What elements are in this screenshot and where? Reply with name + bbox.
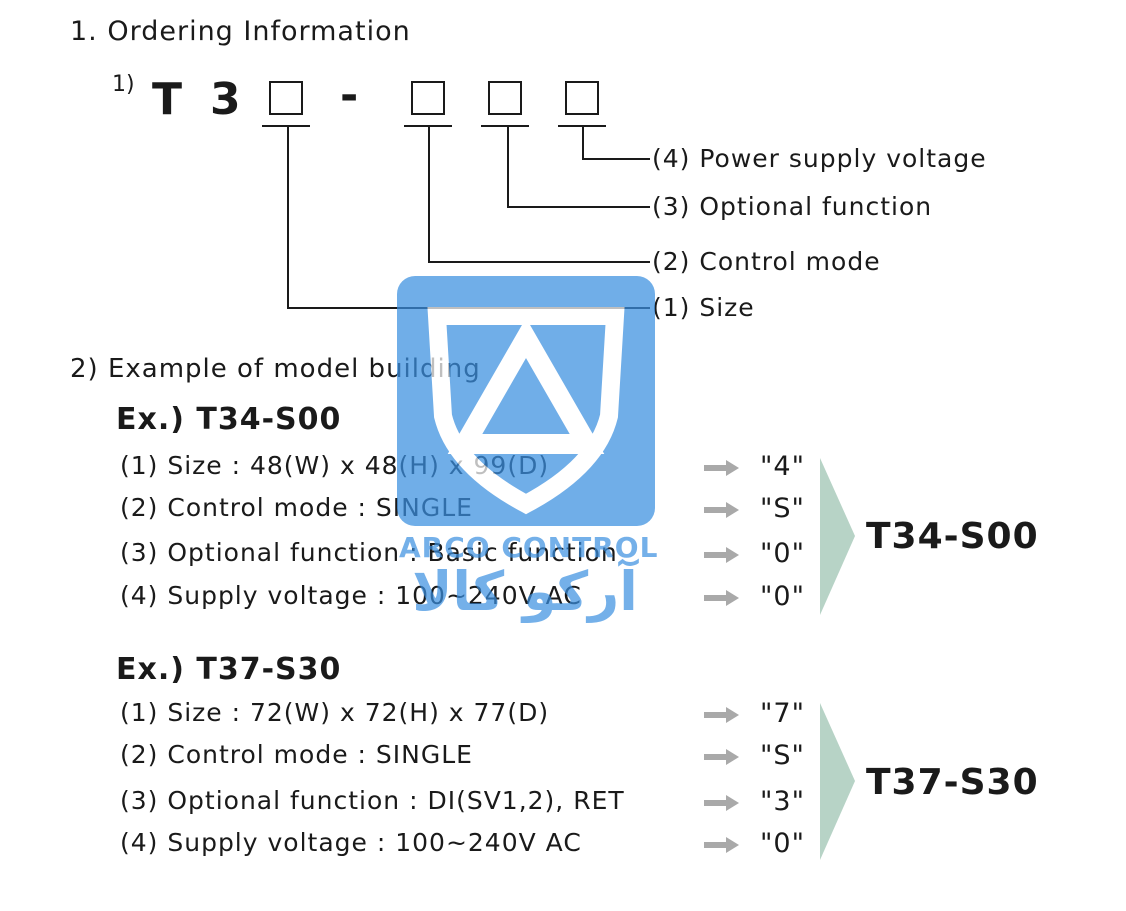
label-optional-function: (3) Optional function [652, 192, 933, 221]
watermark-arabic: آرکو کالا [412, 560, 638, 623]
code-dash: - [340, 70, 361, 121]
item-number: 1) [112, 72, 135, 97]
example-1-result: T34-S00 [866, 516, 1039, 557]
leader-v-control [428, 126, 430, 262]
bracket-chevron-icon [820, 703, 855, 860]
arrow-right-icon [704, 460, 739, 476]
arrow-right-icon [704, 502, 739, 518]
leader-h-option [507, 206, 650, 208]
arrow-right-icon [704, 590, 739, 606]
code-letter-t: T [152, 74, 185, 125]
underline-option [481, 125, 529, 127]
watermark-latin: ARCO CONTROL [399, 531, 659, 564]
example-2-row-1: (1) Size : 72(W) x 72(H) x 77(D) [120, 698, 550, 727]
leader-v-option [507, 126, 509, 207]
example-1-title: Ex.) T34-S00 [116, 402, 342, 437]
bracket-chevron-icon [820, 458, 855, 615]
example-1-code-2: "S" [760, 493, 805, 524]
underline-size [262, 125, 310, 127]
leader-h-power [582, 158, 650, 160]
leader-v-size [287, 126, 289, 308]
label-size: (1) Size [652, 293, 755, 322]
label-power-supply: (4) Power supply voltage [652, 144, 987, 173]
example-2-result: T37-S30 [866, 762, 1039, 803]
section-title-ordering: 1. Ordering Information [70, 16, 411, 47]
example-2-row-3: (3) Optional function : DI(SV1,2), RET [120, 786, 625, 815]
arrow-right-icon [704, 749, 739, 765]
example-2-code-4: "0" [760, 828, 806, 859]
arrow-right-icon [704, 795, 739, 811]
example-2-code-1: "7" [760, 698, 806, 729]
example-2-code-2: "S" [760, 740, 805, 771]
code-box-power [565, 81, 599, 115]
arrow-right-icon [704, 837, 739, 853]
leader-h-control [428, 261, 650, 263]
code-box-option [488, 81, 522, 115]
code-box-control [411, 81, 445, 115]
watermark-shield-logo [397, 276, 655, 526]
example-1-row-3: (3) Optional function : Basic function [120, 538, 618, 567]
label-control-mode: (2) Control mode [652, 247, 881, 276]
code-box-size [269, 81, 303, 115]
code-digit-3: 3 [210, 74, 243, 125]
example-1-code-4: "0" [760, 581, 806, 612]
example-2-code-3: "3" [760, 786, 806, 817]
example-2-title: Ex.) T37-S30 [116, 652, 342, 687]
example-1-code-3: "0" [760, 538, 806, 569]
example-2-row-2: (2) Control mode : SINGLE [120, 740, 473, 769]
arrow-right-icon [704, 707, 739, 723]
arrow-right-icon [704, 547, 739, 563]
leader-v-power [582, 126, 584, 159]
example-1-code-1: "4" [760, 451, 806, 482]
example-1-row-4: (4) Supply voltage : 100~240V AC [120, 581, 582, 610]
example-2-row-4: (4) Supply voltage : 100~240V AC [120, 828, 582, 857]
